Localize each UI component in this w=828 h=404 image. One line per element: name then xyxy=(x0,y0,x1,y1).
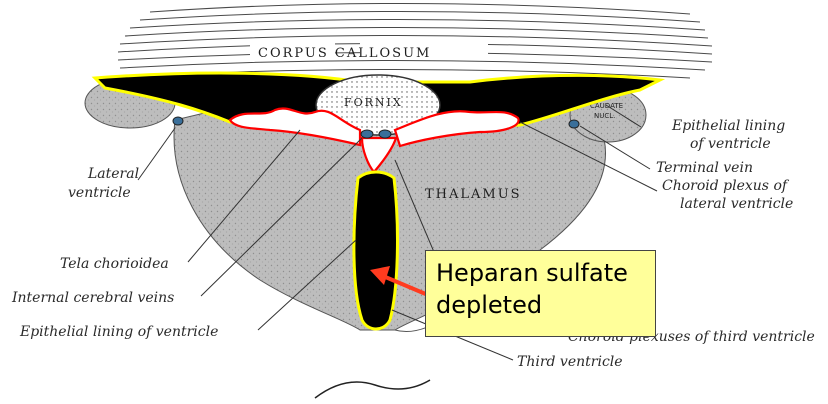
terminal-vein-left xyxy=(173,117,183,125)
third-ventricle xyxy=(354,172,398,329)
internal-cerebral-vein-left xyxy=(361,130,373,138)
label-epithelial-lining-2: of ventricle xyxy=(690,136,771,152)
label-lateral-ventricle-1: Lateral xyxy=(87,166,139,182)
label-tela-chorioidea: Tela chorioidea xyxy=(60,256,169,272)
heparan-sulfate-callout: Heparan sulfate depleted xyxy=(425,250,656,337)
callout-line-1: Heparan sulfate xyxy=(436,257,645,289)
label-third-ventricle: Third ventricle xyxy=(517,354,623,370)
bottom-curve xyxy=(315,380,430,398)
thalamus-label: THALAMUS xyxy=(425,187,522,202)
callout-line-2: depleted xyxy=(436,289,645,321)
label-choroid-plexus-lateral-2: lateral ventricle xyxy=(680,196,793,212)
label-choroid-plexus-lateral-1: Choroid plexus of xyxy=(662,178,790,194)
internal-cerebral-vein-right xyxy=(379,130,391,138)
label-lateral-ventricle-2: ventricle xyxy=(68,185,131,201)
label-epithelial-lining-left: Epithelial lining of ventricle xyxy=(19,324,218,340)
label-epithelial-lining-1: Epithelial lining xyxy=(671,118,785,134)
corpus-callosum-label: CORPUS CALLOSUM xyxy=(258,46,431,61)
label-internal-cerebral-veins: Internal cerebral veins xyxy=(11,290,174,306)
label-terminal-vein: Terminal vein xyxy=(656,160,753,176)
fornix-label: FORNIX xyxy=(344,96,403,109)
caudate-label-2: NUCL. xyxy=(594,112,615,120)
terminal-vein-right xyxy=(569,120,579,128)
